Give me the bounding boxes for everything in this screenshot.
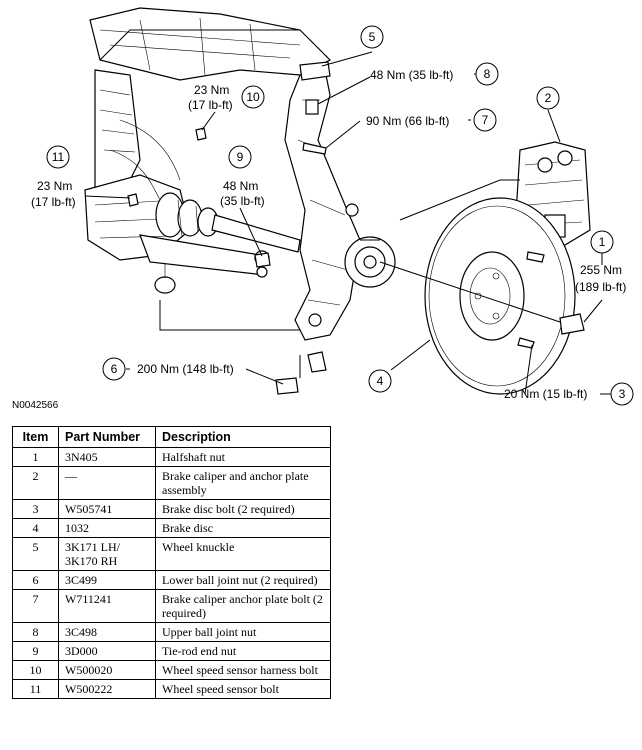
item-cell: 10: [12, 660, 59, 680]
table-row: 9 3D000 Tie-rod end nut: [12, 641, 331, 661]
description-cell: Brake caliper and anchor plate assembly: [155, 466, 331, 500]
torque-label: (17 lb-ft): [31, 195, 76, 209]
torque-label: 200 Nm (148 lb-ft): [137, 362, 234, 376]
callout-6: 6 200 Nm (148 lb-ft): [102, 357, 234, 381]
table-row: 5 3K171 LH/ 3K170 RH Wheel knuckle: [12, 537, 331, 571]
torque-label: 48 Nm: [223, 179, 258, 193]
callout-number: 6: [111, 362, 118, 376]
part-number-cell: W500020: [58, 660, 156, 680]
part-number-cell: 3C498: [58, 622, 156, 642]
callout-number: 8: [484, 67, 491, 81]
description-cell: Upper ball joint nut: [155, 622, 331, 642]
callout-number: 5: [369, 30, 376, 44]
part-number-cell: 3K171 LH/ 3K170 RH: [58, 537, 156, 571]
table-row: 6 3C499 Lower ball joint nut (2 required…: [12, 570, 331, 590]
column-header-part-number: Part Number: [58, 426, 156, 448]
assembly-centerlines: [99, 29, 561, 378]
item-cell: 8: [12, 622, 59, 642]
table-row: 11 W500222 Wheel speed sensor bolt: [12, 679, 331, 699]
wheel-knuckle-drawing: [275, 61, 396, 395]
table-row: 3 W505741 Brake disc bolt (2 required): [12, 499, 331, 519]
torque-label: 23 Nm: [194, 83, 229, 97]
callout-2: 2: [536, 86, 560, 110]
torque-label: 20 Nm (15 lb-ft): [504, 387, 587, 401]
torque-label: 23 Nm: [37, 179, 72, 193]
description-cell: Halfshaft nut: [155, 447, 331, 467]
item-cell: 3: [12, 499, 59, 519]
torque-label: (35 lb-ft): [220, 194, 265, 208]
callout-number: 7: [482, 113, 489, 127]
callout-11: 11 23 Nm (17 lb-ft): [31, 145, 76, 209]
callout-3: 3 20 Nm (15 lb-ft): [504, 382, 634, 406]
item-cell: 2: [12, 466, 59, 500]
description-cell: Brake disc: [155, 518, 331, 538]
callout-7: 7 90 Nm (66 lb-ft): [366, 108, 497, 132]
callout-1: 1 255 Nm (189 lb-ft): [575, 230, 626, 294]
callout-number: 4: [377, 374, 384, 388]
part-number-cell: W711241: [58, 589, 156, 623]
torque-label: (189 lb-ft): [575, 280, 626, 294]
description-cell: Brake caliper anchor plate bolt (2 requi…: [155, 589, 331, 623]
table-row: 2 — Brake caliper and anchor plate assem…: [12, 466, 331, 500]
torque-label: (17 lb-ft): [188, 98, 233, 112]
table-row: 10 W500020 Wheel speed sensor harness bo…: [12, 660, 331, 680]
callout-number: 10: [246, 90, 260, 104]
part-number-cell: 3D000: [58, 641, 156, 661]
description-cell: Tie-rod end nut: [155, 641, 331, 661]
table-row: 4 1032 Brake disc: [12, 518, 331, 538]
column-header-item: Item: [12, 426, 59, 448]
part-number-cell: 3C499: [58, 570, 156, 590]
part-number-cell: —: [58, 466, 156, 500]
callout-number: 1: [599, 235, 606, 249]
description-cell: Brake disc bolt (2 required): [155, 499, 331, 519]
item-cell: 5: [12, 537, 59, 571]
callout-5: 5: [360, 25, 384, 49]
callout-10: 10 23 Nm (17 lb-ft): [188, 83, 265, 112]
part-number-cell: 3N405: [58, 447, 156, 467]
callout-8: 8 48 Nm (35 lb-ft): [370, 62, 499, 86]
parts-table: Item Part Number Description 1 3N405 Hal…: [12, 426, 331, 699]
item-cell: 11: [12, 679, 59, 699]
callout-4: 4: [368, 369, 392, 393]
callout-number: 9: [237, 150, 244, 164]
callout-number: 2: [545, 91, 552, 105]
table-row: 8 3C498 Upper ball joint nut: [12, 622, 331, 642]
description-cell: Wheel speed sensor bolt: [155, 679, 331, 699]
item-cell: 1: [12, 447, 59, 467]
part-number-cell: W500222: [58, 679, 156, 699]
item-cell: 9: [12, 641, 59, 661]
column-header-description: Description: [155, 426, 331, 448]
table-row: 1 3N405 Halfshaft nut: [12, 447, 331, 467]
table-header-row: Item Part Number Description: [12, 426, 331, 448]
description-cell: Lower ball joint nut (2 required): [155, 570, 331, 590]
part-number-cell: W505741: [58, 499, 156, 519]
table-row: 7 W711241 Brake caliper anchor plate bol…: [12, 589, 331, 623]
callout-number: 11: [52, 150, 65, 164]
item-cell: 6: [12, 570, 59, 590]
item-cell: 4: [12, 518, 59, 538]
brake-disc-drawing: [424, 197, 576, 395]
exploded-view-diagram: 1 255 Nm (189 lb-ft) 2 3 20 Nm (15 lb-ft…: [31, 7, 634, 406]
callout-9: 9 48 Nm (35 lb-ft): [220, 145, 265, 208]
figure-id: N0042566: [12, 400, 59, 411]
description-cell: Wheel knuckle: [155, 537, 331, 571]
part-number-cell: 1032: [58, 518, 156, 538]
description-cell: Wheel speed sensor harness bolt: [155, 660, 331, 680]
item-cell: 7: [12, 589, 59, 623]
torque-label: 48 Nm (35 lb-ft): [370, 68, 453, 82]
callout-number: 3: [619, 387, 626, 401]
halfshaft-drawing: [155, 192, 301, 253]
torque-label: 255 Nm: [580, 263, 622, 277]
torque-label: 90 Nm (66 lb-ft): [366, 114, 449, 128]
leader-lines: [84, 51, 611, 395]
